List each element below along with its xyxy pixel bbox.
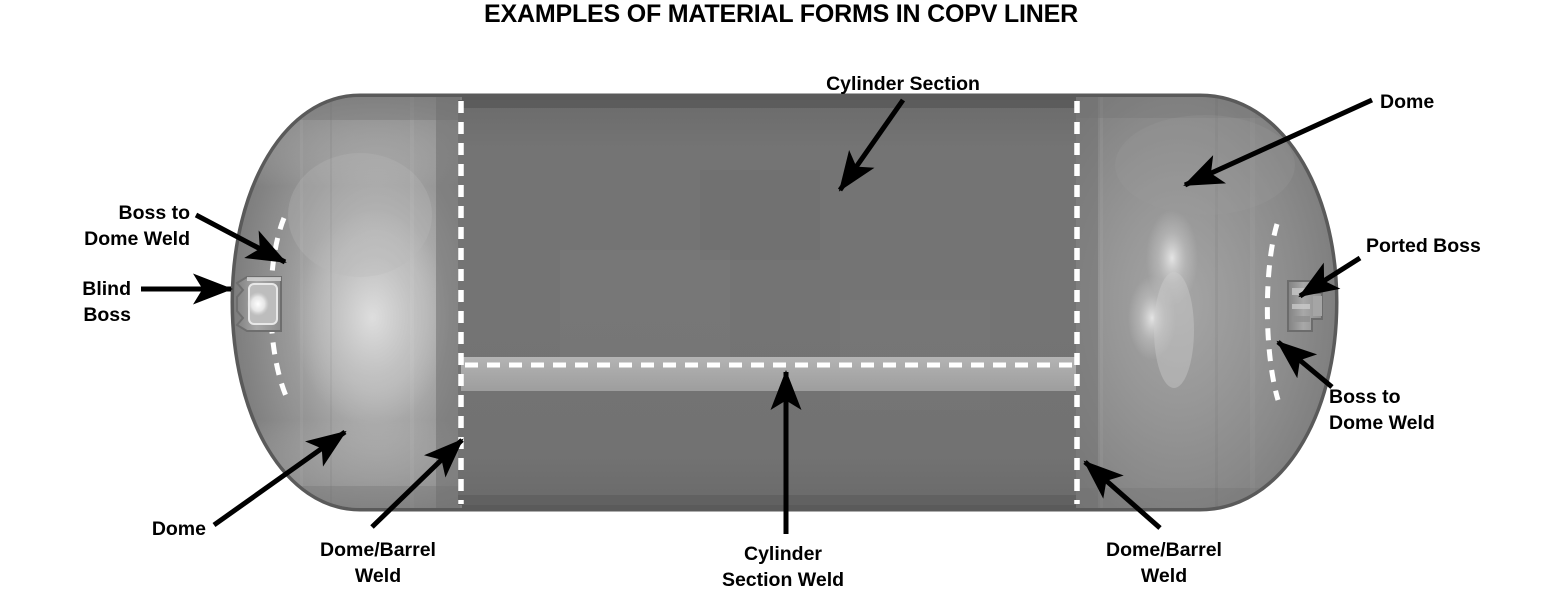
boss-to-dome-weld-arc-right [1264,223,1281,401]
callout-label-dome-right: Dome [1380,91,1434,113]
callout-label-line: Cylinder Section [826,73,980,95]
callout-label-line: Dome Weld [84,228,190,250]
callout-label-line: Dome/Barrel [1106,539,1222,561]
callout-label-ported-boss: Ported Boss [1366,235,1481,257]
callout-arrow-boss-to-dome-weld-left [194,212,287,265]
callout-label-line: Boss [83,304,131,326]
callout-label-line: Boss to [118,202,190,224]
callout-label-line: Dome [1380,91,1434,113]
callout-label-line: Dome/Barrel [320,539,436,561]
callout-arrows [141,97,1374,534]
callout-label-boss-to-dome-weld-right: Boss to Dome Weld [1329,386,1435,434]
cylinder-section-weld-band [461,357,1077,391]
cylinder-section-body [458,100,1080,505]
callout-label-line: Dome [152,518,206,540]
callout-label-line: Dome Weld [1329,412,1435,434]
callout-arrow-cylinder-section [837,98,906,192]
callout-label-line: Blind [82,278,131,300]
callout-label-line: Weld [355,565,401,587]
callout-label-dome-left: Dome [152,518,206,540]
callout-arrow-ported-boss [1298,255,1362,299]
callout-label-line: Weld [1141,565,1187,587]
copv-vessel [230,93,1339,512]
callout-label-boss-to-dome-weld-left: Boss to Dome Weld [84,202,190,250]
callout-label-cylinder-section: Cylinder Section [826,73,980,95]
callout-label-line: Section Weld [722,569,844,591]
callout-label-line: Cylinder [744,543,822,565]
callout-label-line: Ported Boss [1366,235,1481,257]
callout-arrow-dome-right [1183,97,1374,188]
callout-arrow-dome-left [212,429,347,528]
callout-label-line: Boss to [1329,386,1401,408]
callout-arrow-dome-barrel-weld-right [1083,460,1162,530]
callout-arrow-boss-to-dome-weld-right [1276,340,1334,389]
blind-boss-fitting [235,276,282,332]
callout-arrow-dome-barrel-weld-left [370,438,464,529]
page-title: EXAMPLES OF MATERIAL FORMS IN COPV LINER [484,0,1078,28]
